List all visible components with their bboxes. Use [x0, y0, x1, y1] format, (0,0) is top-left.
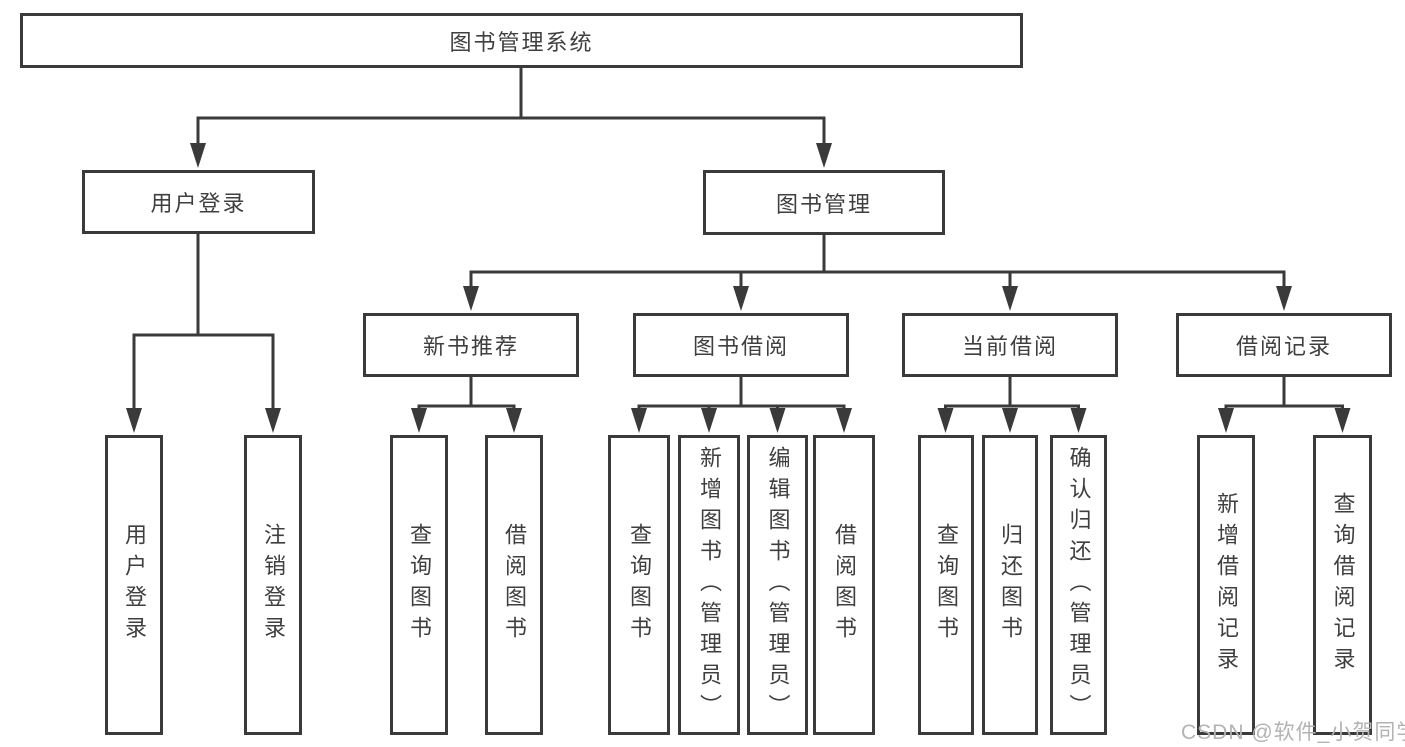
leaf-logout-login-label: 注销登录 [261, 523, 286, 647]
leaf-cb-confirm-return-label: 确认归还（管理员） [1066, 445, 1092, 725]
node-book-management: 图书管理 [703, 170, 945, 235]
node-new-book-recommend-label: 新书推荐 [422, 334, 519, 359]
leaf-br-query-record: 查询借阅记录 [1313, 435, 1372, 735]
leaf-bb-add-books: 新增图书（管理员） [678, 435, 740, 735]
leaf-user-login-label: 用户登录 [122, 523, 147, 647]
node-user-login-label: 用户登录 [150, 191, 247, 216]
leaf-nb-borrow-books: 借阅图书 [485, 435, 543, 735]
leaf-cb-confirm-return: 确认归还（管理员） [1050, 435, 1107, 735]
leaf-bb-edit-books-label: 编辑图书（管理员） [765, 445, 791, 725]
leaf-user-login: 用户登录 [105, 435, 163, 735]
node-book-borrow: 图书借阅 [633, 313, 849, 377]
leaf-br-add-record: 新增借阅记录 [1197, 435, 1255, 735]
leaf-br-query-record-label: 查询借阅记录 [1330, 492, 1356, 678]
csdn-watermark: CSDN @软件_小贺同学 [1181, 721, 1405, 744]
leaf-bb-borrow-books-label: 借阅图书 [832, 523, 857, 647]
node-borrow-records-label: 借阅记录 [1235, 334, 1332, 359]
node-current-borrow-label: 当前借阅 [961, 334, 1058, 359]
leaf-bb-add-books-label: 新增图书（管理员） [697, 445, 722, 725]
node-new-book-recommend: 新书推荐 [363, 313, 579, 377]
node-book-management-label: 图书管理 [775, 191, 872, 217]
leaf-br-add-record-label: 新增借阅记录 [1214, 492, 1239, 678]
leaf-cb-return-books-label: 归还图书 [998, 523, 1023, 647]
leaf-bb-query-books-label: 查询图书 [627, 523, 652, 647]
leaf-nb-query-books-label: 查询图书 [407, 523, 432, 647]
leaf-logout-login: 注销登录 [244, 435, 302, 735]
leaf-cb-query-books: 查询图书 [918, 435, 974, 735]
node-book-borrow-label: 图书借阅 [692, 334, 789, 359]
leaf-cb-return-books: 归还图书 [982, 435, 1038, 735]
node-root: 图书管理系统 [20, 13, 1023, 68]
leaf-nb-borrow-books-label: 借阅图书 [502, 523, 527, 647]
node-root-label: 图书管理系统 [449, 29, 594, 55]
node-current-borrow: 当前借阅 [902, 313, 1118, 377]
node-borrow-records: 借阅记录 [1176, 313, 1392, 377]
leaf-bb-edit-books: 编辑图书（管理员） [747, 435, 808, 735]
leaf-cb-query-books-label: 查询图书 [934, 523, 959, 647]
node-user-login: 用户登录 [82, 170, 315, 234]
leaf-bb-query-books: 查询图书 [608, 435, 670, 735]
leaf-nb-query-books: 查询图书 [390, 435, 448, 735]
leaf-bb-borrow-books: 借阅图书 [813, 435, 875, 735]
